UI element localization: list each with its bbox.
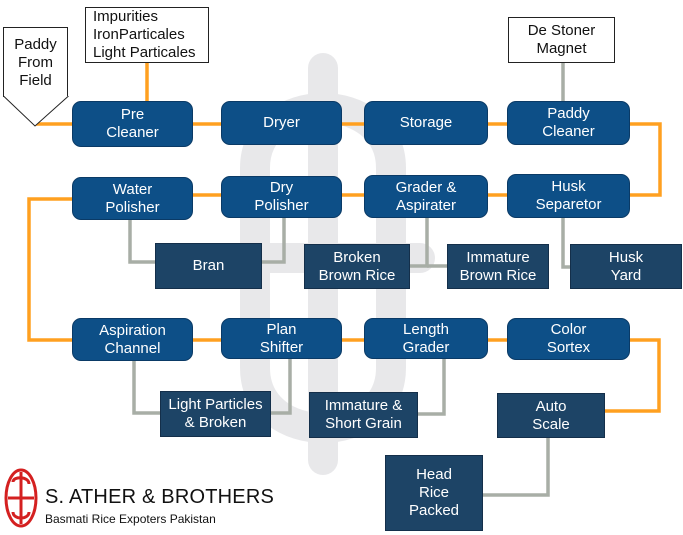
length-grader-box: Length Grader: [364, 318, 488, 359]
dryer-box: Dryer: [221, 101, 342, 145]
paddy-from-field-note: Paddy From Field: [3, 27, 68, 97]
company-name: S. ATHER & BROTHERS: [45, 486, 275, 508]
sab-seal-icon: [4, 468, 38, 528]
paddy-cleaner-box: Paddy Cleaner: [507, 101, 630, 145]
husk-yard-box: Husk Yard: [570, 244, 682, 289]
de-stoner-magnet-note: De Stoner Magnet: [508, 17, 615, 63]
water-polisher-box: Water Polisher: [72, 177, 193, 220]
paddy-from-field-pointer: [3, 96, 69, 127]
company-tagline: Basmati Rice Expoters Pakistan: [45, 512, 216, 526]
company-logo: S. ATHER & BROTHERS Basmati Rice Expoter…: [4, 466, 294, 530]
storage-box: Storage: [364, 101, 488, 145]
pre-cleaner-box: Pre Cleaner: [72, 101, 193, 147]
plan-shifter-box: Plan Shifter: [221, 318, 342, 359]
husk-separetor-box: Husk Separetor: [507, 174, 630, 218]
bran-box: Bran: [155, 243, 262, 289]
auto-scale-box: Auto Scale: [497, 393, 605, 438]
broken-brown-rice-box: Broken Brown Rice: [304, 244, 410, 289]
impurities-note: Impurities IronParticales Light Partical…: [85, 7, 209, 63]
head-rice-packed-box: Head Rice Packed: [385, 455, 483, 531]
dry-polisher-box: Dry Polisher: [221, 176, 342, 218]
grader-aspirater-box: Grader & Aspirater: [364, 175, 488, 218]
color-sortex-box: Color Sortex: [507, 318, 630, 360]
immature-brown-rice-box: Immature Brown Rice: [447, 244, 549, 289]
aspiration-channel-box: Aspiration Channel: [72, 318, 193, 361]
light-particles-broken-box: Light Particles & Broken: [160, 391, 271, 437]
immature-short-grain-box: Immature & Short Grain: [309, 392, 418, 438]
